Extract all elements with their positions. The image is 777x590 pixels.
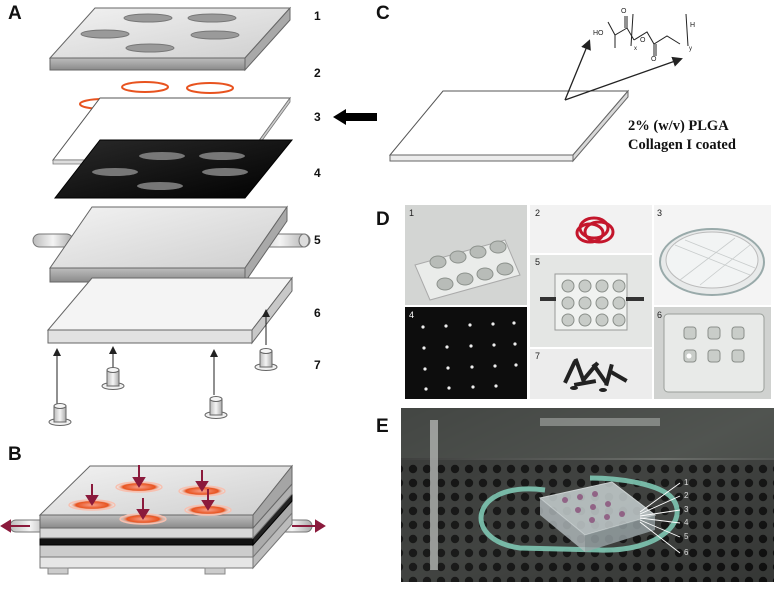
panel-label-b: B (8, 444, 22, 465)
layer-7-feet (48, 309, 278, 426)
plga-structure (607, 13, 689, 56)
foot (204, 396, 228, 419)
foot (254, 348, 278, 371)
photo-number-6: 6 (657, 310, 663, 320)
formula-o1: O (621, 8, 627, 15)
layer-number-4: 4 (314, 166, 321, 180)
callout-number-6: 6 (684, 548, 689, 557)
layer-number-7: 7 (314, 358, 321, 372)
formula-sub-y: y (689, 46, 692, 52)
layer-4-black-gasket (53, 139, 294, 199)
layer-number-6: 6 (314, 306, 321, 320)
panel-e-incubator-photo (401, 408, 774, 582)
photo-number-5: 5 (535, 257, 541, 267)
panel-d-photographs (405, 205, 771, 399)
photo-number-4: 4 (409, 310, 415, 320)
layer-5-chamber-plate (32, 205, 311, 284)
photo-2-o-rings (530, 205, 652, 253)
panel-label-d: D (376, 209, 390, 230)
layer-1-top-plate (48, 6, 292, 72)
photo-number-2: 2 (535, 208, 541, 218)
layer-number-1: 1 (314, 9, 321, 23)
layer-number-2: 2 (314, 66, 321, 80)
plga-concentration-text: 2% (w/v) PLGA (628, 118, 729, 134)
formula-o3: O (651, 56, 657, 63)
callout-number-5: 5 (684, 532, 689, 541)
callout-number-4: 4 (684, 518, 689, 527)
foot (48, 403, 72, 426)
foot (101, 367, 125, 390)
panel-label-e: E (376, 416, 389, 437)
photo-7-screws (530, 349, 652, 399)
panel-c-membrane (388, 13, 689, 163)
callout-number-3: 3 (684, 505, 689, 514)
photo-number-3: 3 (657, 208, 663, 218)
formula-h: H (690, 22, 696, 29)
photo-number-1: 1 (409, 208, 415, 218)
layer-number-3: 3 (314, 110, 321, 124)
formula-ho: HO (593, 30, 604, 37)
panel-b-assembled-device (0, 464, 326, 575)
formula-sub-x: x (634, 46, 637, 52)
callout-number-2: 2 (684, 491, 689, 500)
callout-number-1: 1 (684, 478, 689, 487)
panel-label-a: A (8, 3, 22, 24)
photo-6-base-plate (654, 307, 771, 399)
photo-4-black-gasket (405, 307, 527, 399)
layer-3-pointer-arrow (333, 109, 377, 125)
photo-3-membrane-dish (654, 205, 771, 305)
collagen-coating-text: Collagen I coated (628, 137, 736, 153)
layer-6-base-plate (46, 276, 294, 345)
photo-number-7: 7 (535, 351, 541, 361)
panel-label-c: C (376, 3, 390, 24)
layer-number-5: 5 (314, 233, 321, 247)
photo-5-chamber-plate (530, 255, 652, 347)
photo-1-top-plate (405, 205, 527, 305)
formula-o2: O (640, 37, 646, 44)
